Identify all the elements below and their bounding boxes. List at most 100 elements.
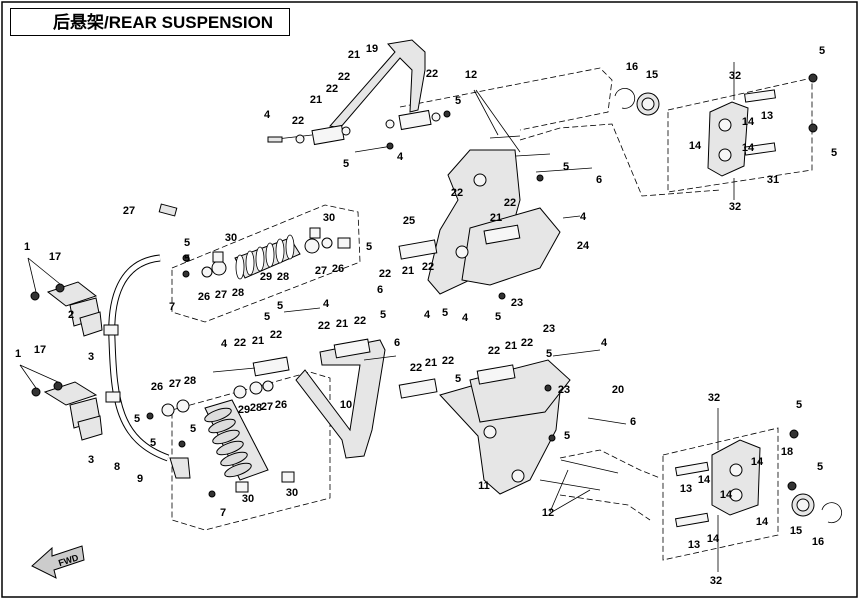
callout-21: 21 [490, 212, 502, 224]
callout-6: 6 [596, 174, 602, 186]
stabilizer-bar [103, 254, 191, 479]
callout-21: 21 [425, 357, 437, 369]
callout-3: 3 [88, 351, 94, 363]
callout-21: 21 [402, 265, 414, 277]
callout-5: 5 [277, 300, 283, 312]
callout-22: 22 [338, 71, 350, 83]
callout-32: 32 [710, 575, 722, 587]
callout-4: 4 [424, 309, 431, 321]
callout-28: 28 [232, 287, 244, 299]
callout-14: 14 [707, 533, 720, 545]
callout-21: 21 [310, 94, 322, 106]
callout-5: 5 [184, 253, 190, 265]
callout-23: 23 [558, 384, 570, 396]
callout-32: 32 [708, 392, 720, 404]
callout-14: 14 [751, 456, 764, 468]
callout-2: 2 [68, 309, 74, 321]
frame-bracket [398, 149, 593, 300]
callout-27: 27 [169, 378, 181, 390]
callout-22: 22 [426, 68, 438, 80]
upper-link-outline [519, 123, 721, 197]
upper-shock-group-outline [171, 204, 361, 323]
callout-6: 6 [394, 337, 400, 349]
callout-26: 26 [198, 291, 210, 303]
callout-7: 7 [169, 301, 175, 313]
callout-5: 5 [546, 348, 552, 360]
callout-22: 22 [318, 320, 330, 332]
group-outlines [171, 67, 813, 561]
callout-5: 5 [819, 45, 825, 57]
callout-10: 10 [340, 399, 352, 411]
callout-11: 11 [478, 480, 490, 492]
callout-22: 22 [410, 362, 422, 374]
callout-5: 5 [564, 430, 570, 442]
callout-5: 5 [831, 147, 837, 159]
callout-6: 6 [630, 416, 636, 428]
callout-29: 29 [260, 271, 272, 283]
lower-a-arm [212, 307, 397, 459]
callout-5: 5 [343, 158, 349, 170]
callout-5: 5 [796, 399, 802, 411]
callout-32: 32 [729, 201, 741, 213]
upper-pin-outline [399, 67, 613, 131]
callout-30: 30 [323, 212, 335, 224]
callout-27: 27 [215, 289, 227, 301]
callout-22: 22 [292, 115, 304, 127]
long-bolts [473, 89, 619, 513]
callout-5: 5 [134, 413, 140, 425]
callout-26: 26 [275, 399, 287, 411]
callout-25: 25 [403, 215, 415, 227]
callout-5: 5 [366, 241, 372, 253]
callout-17: 17 [34, 344, 46, 356]
callout-4: 4 [221, 338, 228, 350]
fwd-arrow-icon: FWD [31, 545, 85, 579]
callout-13: 13 [761, 110, 773, 122]
callout-22: 22 [379, 268, 391, 280]
callout-32: 32 [729, 70, 741, 82]
callout-22: 22 [234, 337, 246, 349]
callout-23: 23 [543, 323, 555, 335]
callout-5: 5 [817, 461, 823, 473]
callout-4: 4 [601, 337, 608, 349]
callout-22: 22 [451, 187, 463, 199]
callout-21: 21 [505, 340, 517, 352]
lower-shock [146, 380, 295, 498]
callout-16: 16 [626, 61, 638, 73]
diagram-title-box: 后悬架/REAR SUSPENSION [10, 8, 290, 36]
lower-shock-group-outline [171, 371, 331, 531]
callout-3: 3 [88, 454, 94, 466]
upper-knuckle-outline [667, 77, 813, 193]
callout-26: 26 [332, 263, 344, 275]
callout-21: 21 [336, 318, 348, 330]
callout-22: 22 [521, 337, 533, 349]
callout-17: 17 [49, 251, 61, 263]
callout-27: 27 [261, 401, 273, 413]
callout-21: 21 [348, 49, 360, 61]
callout-23: 23 [511, 297, 523, 309]
callout-22: 22 [488, 345, 500, 357]
callout-1: 1 [24, 241, 30, 253]
lower-knuckle-outline [662, 427, 779, 561]
callout-12: 12 [465, 69, 477, 81]
callout-22: 22 [326, 83, 338, 95]
callout-22: 22 [504, 197, 516, 209]
callout-14: 14 [720, 489, 733, 501]
callout-30: 30 [225, 232, 237, 244]
callout-12: 12 [542, 507, 554, 519]
callout-15: 15 [646, 69, 658, 81]
callout-5: 5 [455, 373, 461, 385]
callout-9: 9 [137, 473, 143, 485]
callout-28: 28 [277, 271, 289, 283]
callout-5: 5 [150, 437, 156, 449]
lower-trailing-arm [398, 349, 627, 495]
callout-4: 4 [264, 109, 271, 121]
callout-20: 20 [612, 384, 624, 396]
callout-7: 7 [220, 507, 226, 519]
callout-21: 21 [252, 335, 264, 347]
lower-knuckle [674, 408, 842, 572]
callout-5: 5 [442, 307, 448, 319]
callout-29: 29 [238, 404, 250, 416]
